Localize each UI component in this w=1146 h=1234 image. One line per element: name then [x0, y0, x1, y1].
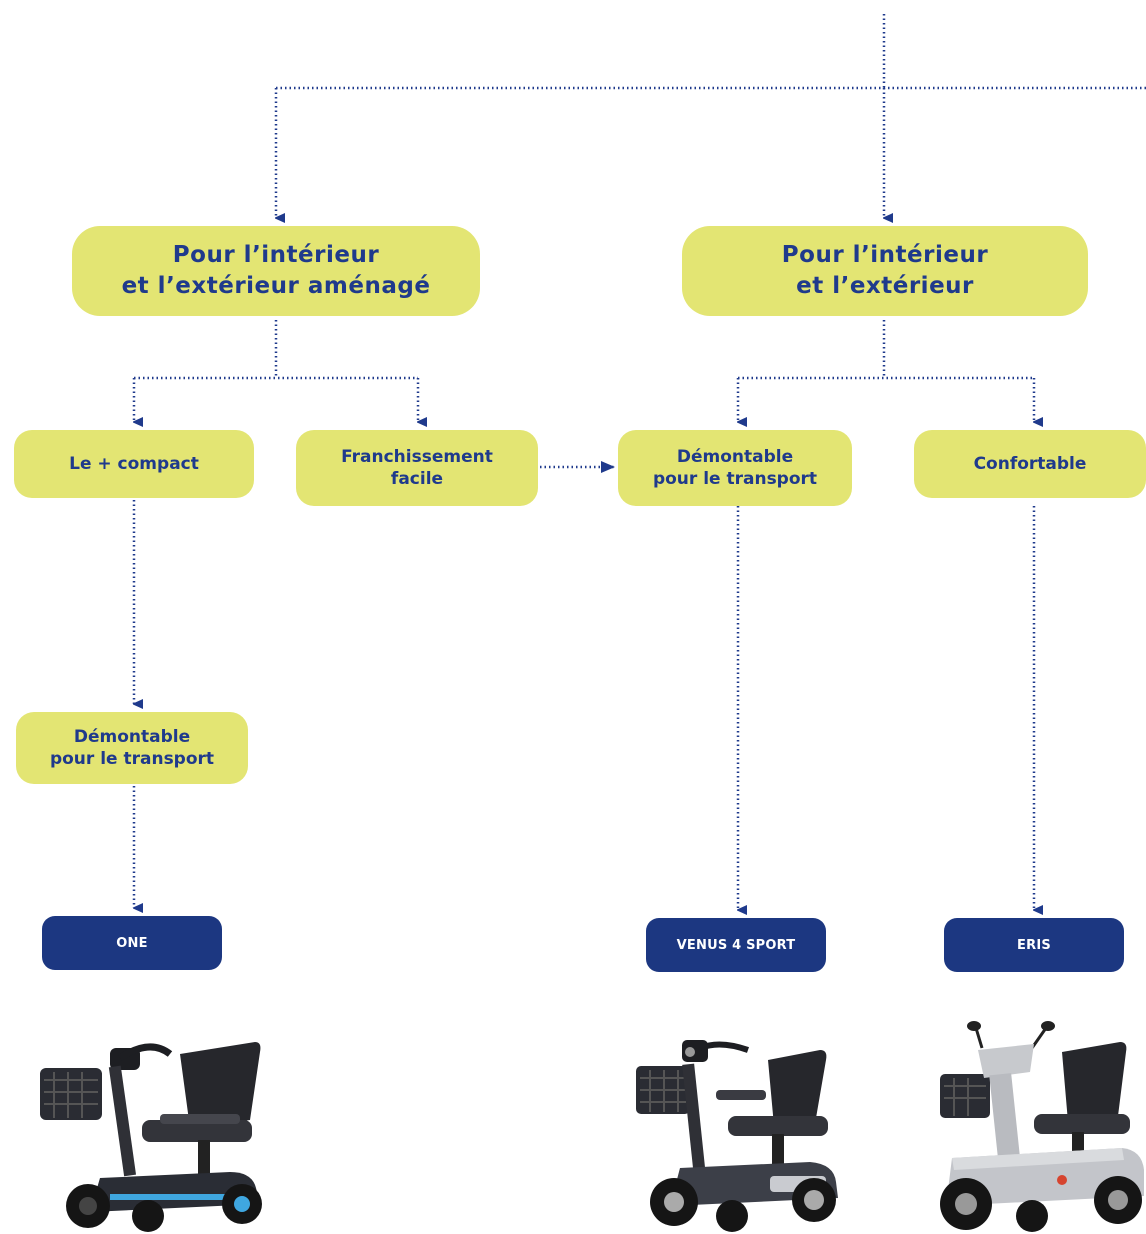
scooter-eris-image[interactable]: [922, 1020, 1146, 1234]
model-eris[interactable]: ERIS: [944, 918, 1124, 972]
criterion-confortable: Confortable: [914, 430, 1146, 498]
model-venus-label: VENUS 4 SPORT: [676, 937, 796, 953]
criterion-compact: Le + compact: [14, 430, 254, 498]
model-one-label: ONE: [116, 935, 148, 951]
criterion-demontable-left-label: Démontable pour le transport: [49, 727, 215, 769]
criterion-franchissement-label: Franchissement facile: [341, 447, 493, 489]
category-right-label: Pour l’intérieur et l’extérieur: [781, 242, 989, 299]
criterion-compact-label: Le + compact: [69, 454, 199, 474]
model-eris-label: ERIS: [1017, 937, 1051, 953]
criterion-demontable-right: Démontable pour le transport: [618, 430, 852, 506]
category-left: Pour l’intérieur et l’extérieur aménagé: [72, 226, 480, 316]
category-right: Pour l’intérieur et l’extérieur: [682, 226, 1088, 316]
criterion-demontable-left: Démontable pour le transport: [16, 712, 248, 784]
model-venus-4-sport[interactable]: VENUS 4 SPORT: [646, 918, 826, 972]
model-one[interactable]: ONE: [42, 916, 222, 970]
criterion-confortable-label: Confortable: [973, 454, 1087, 474]
criterion-demontable-right-label: Démontable pour le transport: [652, 447, 818, 489]
scooter-one-image[interactable]: [30, 1028, 270, 1234]
cropped-heading: [560, 0, 1146, 10]
category-left-label: Pour l’intérieur et l’extérieur aménagé: [121, 242, 431, 299]
criterion-franchissement: Franchissement facile: [296, 430, 538, 506]
scooter-venus-image[interactable]: [620, 1030, 846, 1234]
